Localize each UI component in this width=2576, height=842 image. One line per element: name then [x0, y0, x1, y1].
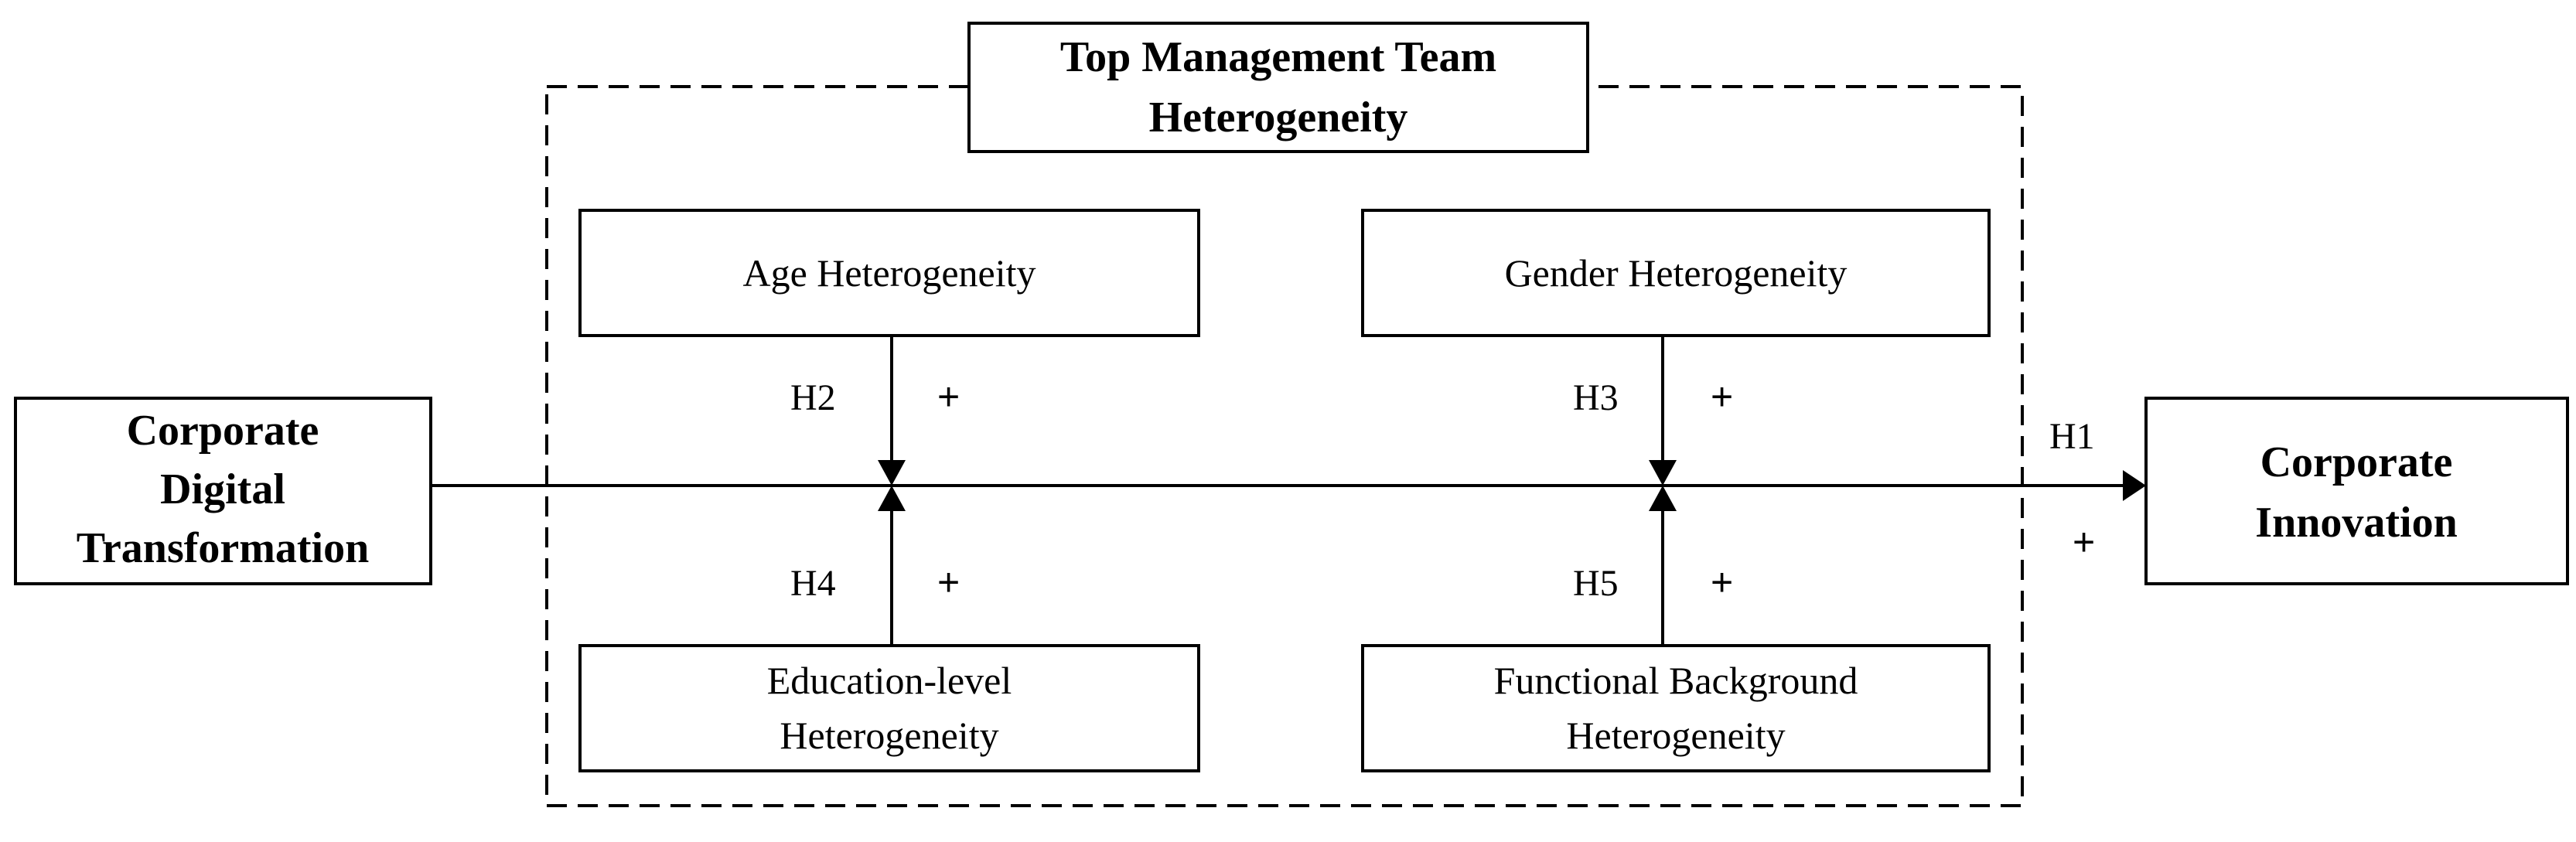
h2-label: H2 [790, 377, 836, 418]
independent-variable-line2: Digital [160, 465, 285, 513]
functional-heterogeneity-line1: Functional Background [1494, 659, 1858, 702]
independent-variable-box [14, 397, 432, 585]
independent-variable-line1: Corporate [127, 407, 319, 455]
dependent-variable-box [2144, 397, 2569, 585]
h3-label: H3 [1573, 377, 1619, 418]
moderator-group-title-box [967, 22, 1589, 153]
education-moderation-arrowhead [878, 486, 906, 511]
functional-heterogeneity-line2: Heterogeneity [1566, 714, 1785, 757]
moderator-group-title-line2: Heterogeneity [1149, 94, 1408, 141]
functional-moderation-arrowhead [1649, 486, 1677, 511]
moderator-group-title-line1: Top Management Team [1060, 33, 1496, 81]
h5-label: H5 [1573, 563, 1619, 604]
age-heterogeneity-label: Age Heterogeneity [742, 251, 1036, 295]
gender-heterogeneity-box [1361, 209, 1991, 337]
dependent-variable-line2: Innovation [2255, 499, 2457, 547]
h4-sign: + [937, 561, 960, 604]
h2-sign: + [937, 375, 960, 418]
dependent-variable-line1: Corporate [2260, 438, 2453, 486]
h3-sign: + [1711, 375, 1733, 418]
h4-label: H4 [790, 563, 836, 604]
gender-heterogeneity-label: Gender Heterogeneity [1505, 251, 1848, 295]
education-heterogeneity-line1: Education-level [767, 659, 1012, 702]
age-moderation-arrowhead [878, 460, 906, 486]
gender-moderation-arrowhead [1649, 460, 1677, 486]
h5-sign: + [1711, 561, 1733, 604]
education-heterogeneity-box [578, 644, 1200, 772]
independent-variable-line3: Transformation [77, 524, 370, 572]
education-heterogeneity-line2: Heterogeneity [780, 714, 998, 757]
h1-sign: + [2073, 520, 2095, 564]
age-heterogeneity-box [578, 209, 1200, 337]
functional-heterogeneity-box [1361, 644, 1991, 772]
moderator-group-frame [545, 85, 2024, 807]
h1-label: H1 [2049, 416, 2095, 457]
main-effect-arrowhead [2123, 470, 2146, 501]
